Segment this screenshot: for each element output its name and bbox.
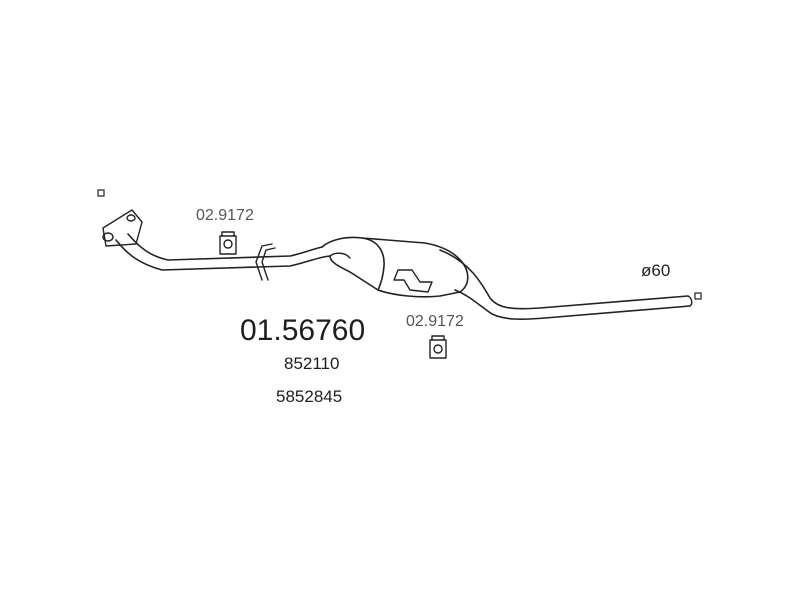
pipe-diameter-label: ø60	[641, 261, 670, 280]
pipe-start-marker	[97, 189, 105, 197]
pipe-hanger	[255, 243, 276, 281]
main-part-number: 01.56760	[240, 314, 365, 347]
front-pipe	[115, 233, 331, 271]
tail-pipe	[439, 249, 693, 320]
clamp-2-label: 02.9172	[406, 313, 464, 330]
rubber-mount-clamp-1	[219, 231, 237, 255]
muffler	[321, 236, 469, 298]
front-flange	[102, 209, 143, 247]
rubber-mount-clamp-2	[429, 335, 447, 359]
reference-number-1: 852110	[284, 354, 339, 373]
pipe-end-marker	[694, 292, 702, 300]
clamp-1-label: 02.9172	[196, 207, 254, 224]
reference-number-2: 5852845	[276, 387, 342, 406]
